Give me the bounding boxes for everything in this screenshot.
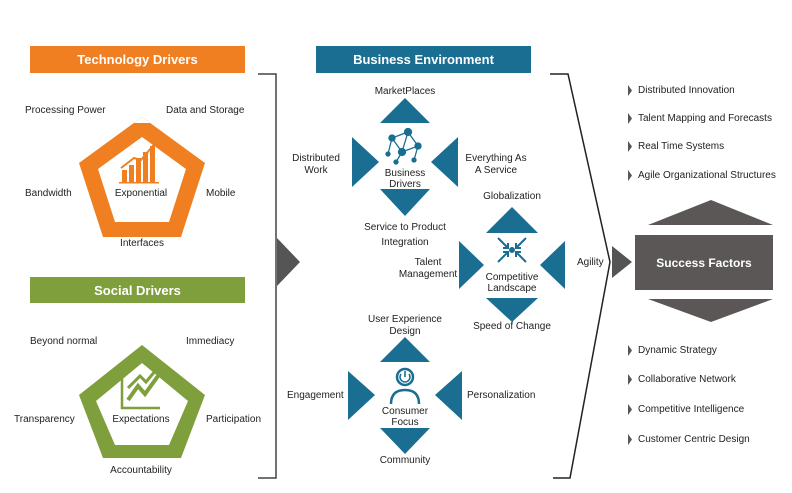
- biz3-right-label: Personalization: [467, 390, 536, 401]
- biz1-left-label: Distributed Work: [292, 153, 340, 176]
- left-arrow: [277, 238, 300, 286]
- bullet-icon: [628, 85, 632, 96]
- social-label-accountability: Accountability: [110, 465, 172, 476]
- biz2-left-label: Talent Management: [398, 257, 458, 280]
- tech-label-bandwidth: Bandwidth: [25, 188, 72, 199]
- biz3-bottom-label: Community: [379, 455, 431, 466]
- biz1-center-label: Business Drivers: [384, 168, 426, 190]
- success-factors-box: [635, 235, 773, 290]
- success-top-item: Real Time Systems: [628, 141, 724, 152]
- social-label-immediacy: Immediacy: [186, 336, 235, 347]
- tech-label-processing-power: Processing Power: [25, 105, 106, 116]
- bullet-icon: [628, 170, 632, 181]
- success-bottom-item: Customer Centric Design: [628, 434, 750, 445]
- bullet-icon: [628, 141, 632, 152]
- biz2-center-label: Competitive Landscape: [485, 272, 539, 294]
- competitive-landscape-diamond: [459, 207, 565, 322]
- success-top-item: Talent Mapping and Forecasts: [628, 113, 772, 124]
- biz2-top-label: Globalization: [483, 191, 541, 202]
- social-label-beyond-normal: Beyond normal: [30, 336, 98, 347]
- bullet-icon: [628, 434, 632, 445]
- business-drivers-diamond: [352, 98, 458, 216]
- right-bracket: [550, 73, 611, 479]
- bullet-icon: [628, 345, 632, 356]
- consumer-focus-diamond: [348, 337, 462, 454]
- success-chevron-top: [648, 200, 773, 225]
- bullet-icon: [628, 374, 632, 385]
- success-bottom-item: Competitive Intelligence: [628, 404, 744, 415]
- biz1-top-label: MarketPlaces: [374, 86, 436, 97]
- success-chevron-bottom: [648, 299, 773, 322]
- bullet-icon: [628, 404, 632, 415]
- success-bottom-item: Collaborative Network: [628, 374, 736, 385]
- left-bracket: [258, 73, 277, 479]
- technology-drivers-header: Technology Drivers: [30, 46, 245, 73]
- social-center-label: Expectations: [112, 414, 170, 425]
- converge-arrows-icon: [497, 237, 527, 263]
- user-power-icon: [389, 367, 421, 405]
- right-arrow: [612, 246, 632, 278]
- biz3-left-label: Engagement: [287, 390, 344, 401]
- biz3-top-label: User Experience Design: [368, 314, 442, 337]
- tech-label-interfaces: Interfaces: [120, 238, 164, 249]
- social-drivers-header: Social Drivers: [30, 277, 245, 303]
- technology-pentagon: [79, 117, 205, 237]
- bar-chart-icon: [119, 138, 159, 184]
- social-label-transparency: Transparency: [14, 414, 75, 425]
- network-icon: [385, 127, 422, 165]
- biz1-right-label: Everything As A Service: [465, 153, 527, 176]
- success-top-item: Agile Organizational Structures: [628, 170, 776, 181]
- success-factors-title: Success Factors: [656, 255, 752, 270]
- business-environment-header: Business Environment: [316, 46, 531, 73]
- biz2-right-label: Agility: [577, 257, 604, 268]
- social-pentagon: [79, 345, 205, 458]
- success-top-item: Distributed Innovation: [628, 85, 735, 96]
- tech-label-data-storage: Data and Storage: [166, 105, 245, 116]
- biz2-bottom-label: Speed of Change: [473, 321, 551, 332]
- biz3-center-label: Consumer Focus: [381, 406, 429, 428]
- biz1-bottom-label: Service to Product Integration: [364, 222, 446, 248]
- social-label-participation: Participation: [206, 414, 262, 425]
- tech-label-mobile: Mobile: [206, 188, 236, 199]
- tech-center-label: Exponential: [114, 188, 168, 199]
- growth-chart-icon: [120, 369, 160, 410]
- bullet-icon: [628, 113, 632, 124]
- success-bottom-item: Dynamic Strategy: [628, 345, 717, 356]
